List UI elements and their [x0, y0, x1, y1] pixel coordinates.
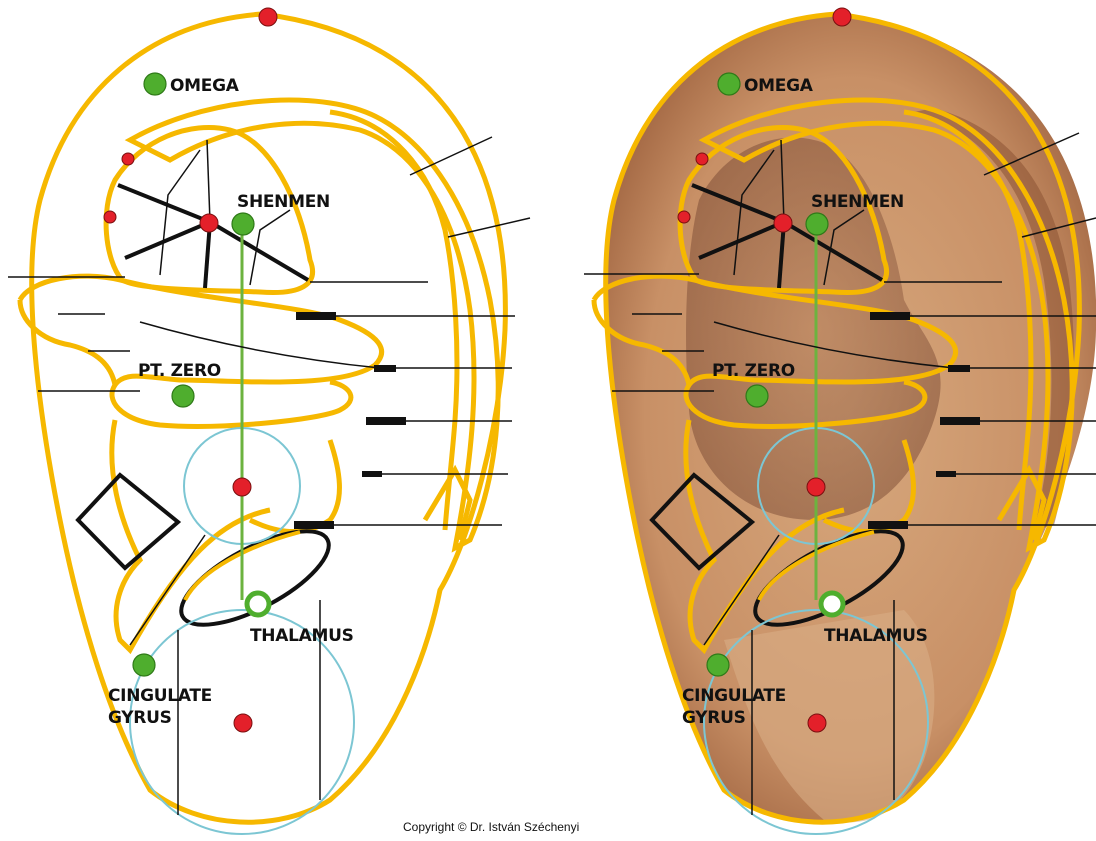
label-pt-zero-right: PT. ZERO: [712, 361, 795, 381]
copyright-text: Copyright © Dr. István Széchenyi: [403, 820, 579, 834]
label-shenmen-right: SHENMEN: [811, 192, 904, 212]
label-thalamus-right: THALAMUS: [824, 626, 928, 646]
leader-markers-left: [294, 312, 406, 529]
label-omega-right: OMEGA: [744, 76, 814, 96]
label-cingulate-1: CINGULATE: [108, 686, 212, 706]
panel-diagram: OMEGA SHENMEN PT. ZERO THALAMUS CINGULAT…: [8, 8, 530, 834]
label-cingulate-2-right: GYRUS: [682, 708, 746, 728]
label-thalamus: THALAMUS: [250, 626, 354, 646]
label-cingulate-2: GYRUS: [108, 708, 172, 728]
label-omega: OMEGA: [170, 76, 240, 96]
panel-photo-overlay: OMEGA SHENMEN PT. ZERO THALAMUS CINGULAT…: [584, 8, 1096, 834]
label-pt-zero: PT. ZERO: [138, 361, 221, 381]
label-cingulate-1-right: CINGULATE: [682, 686, 786, 706]
label-shenmen: SHENMEN: [237, 192, 330, 212]
